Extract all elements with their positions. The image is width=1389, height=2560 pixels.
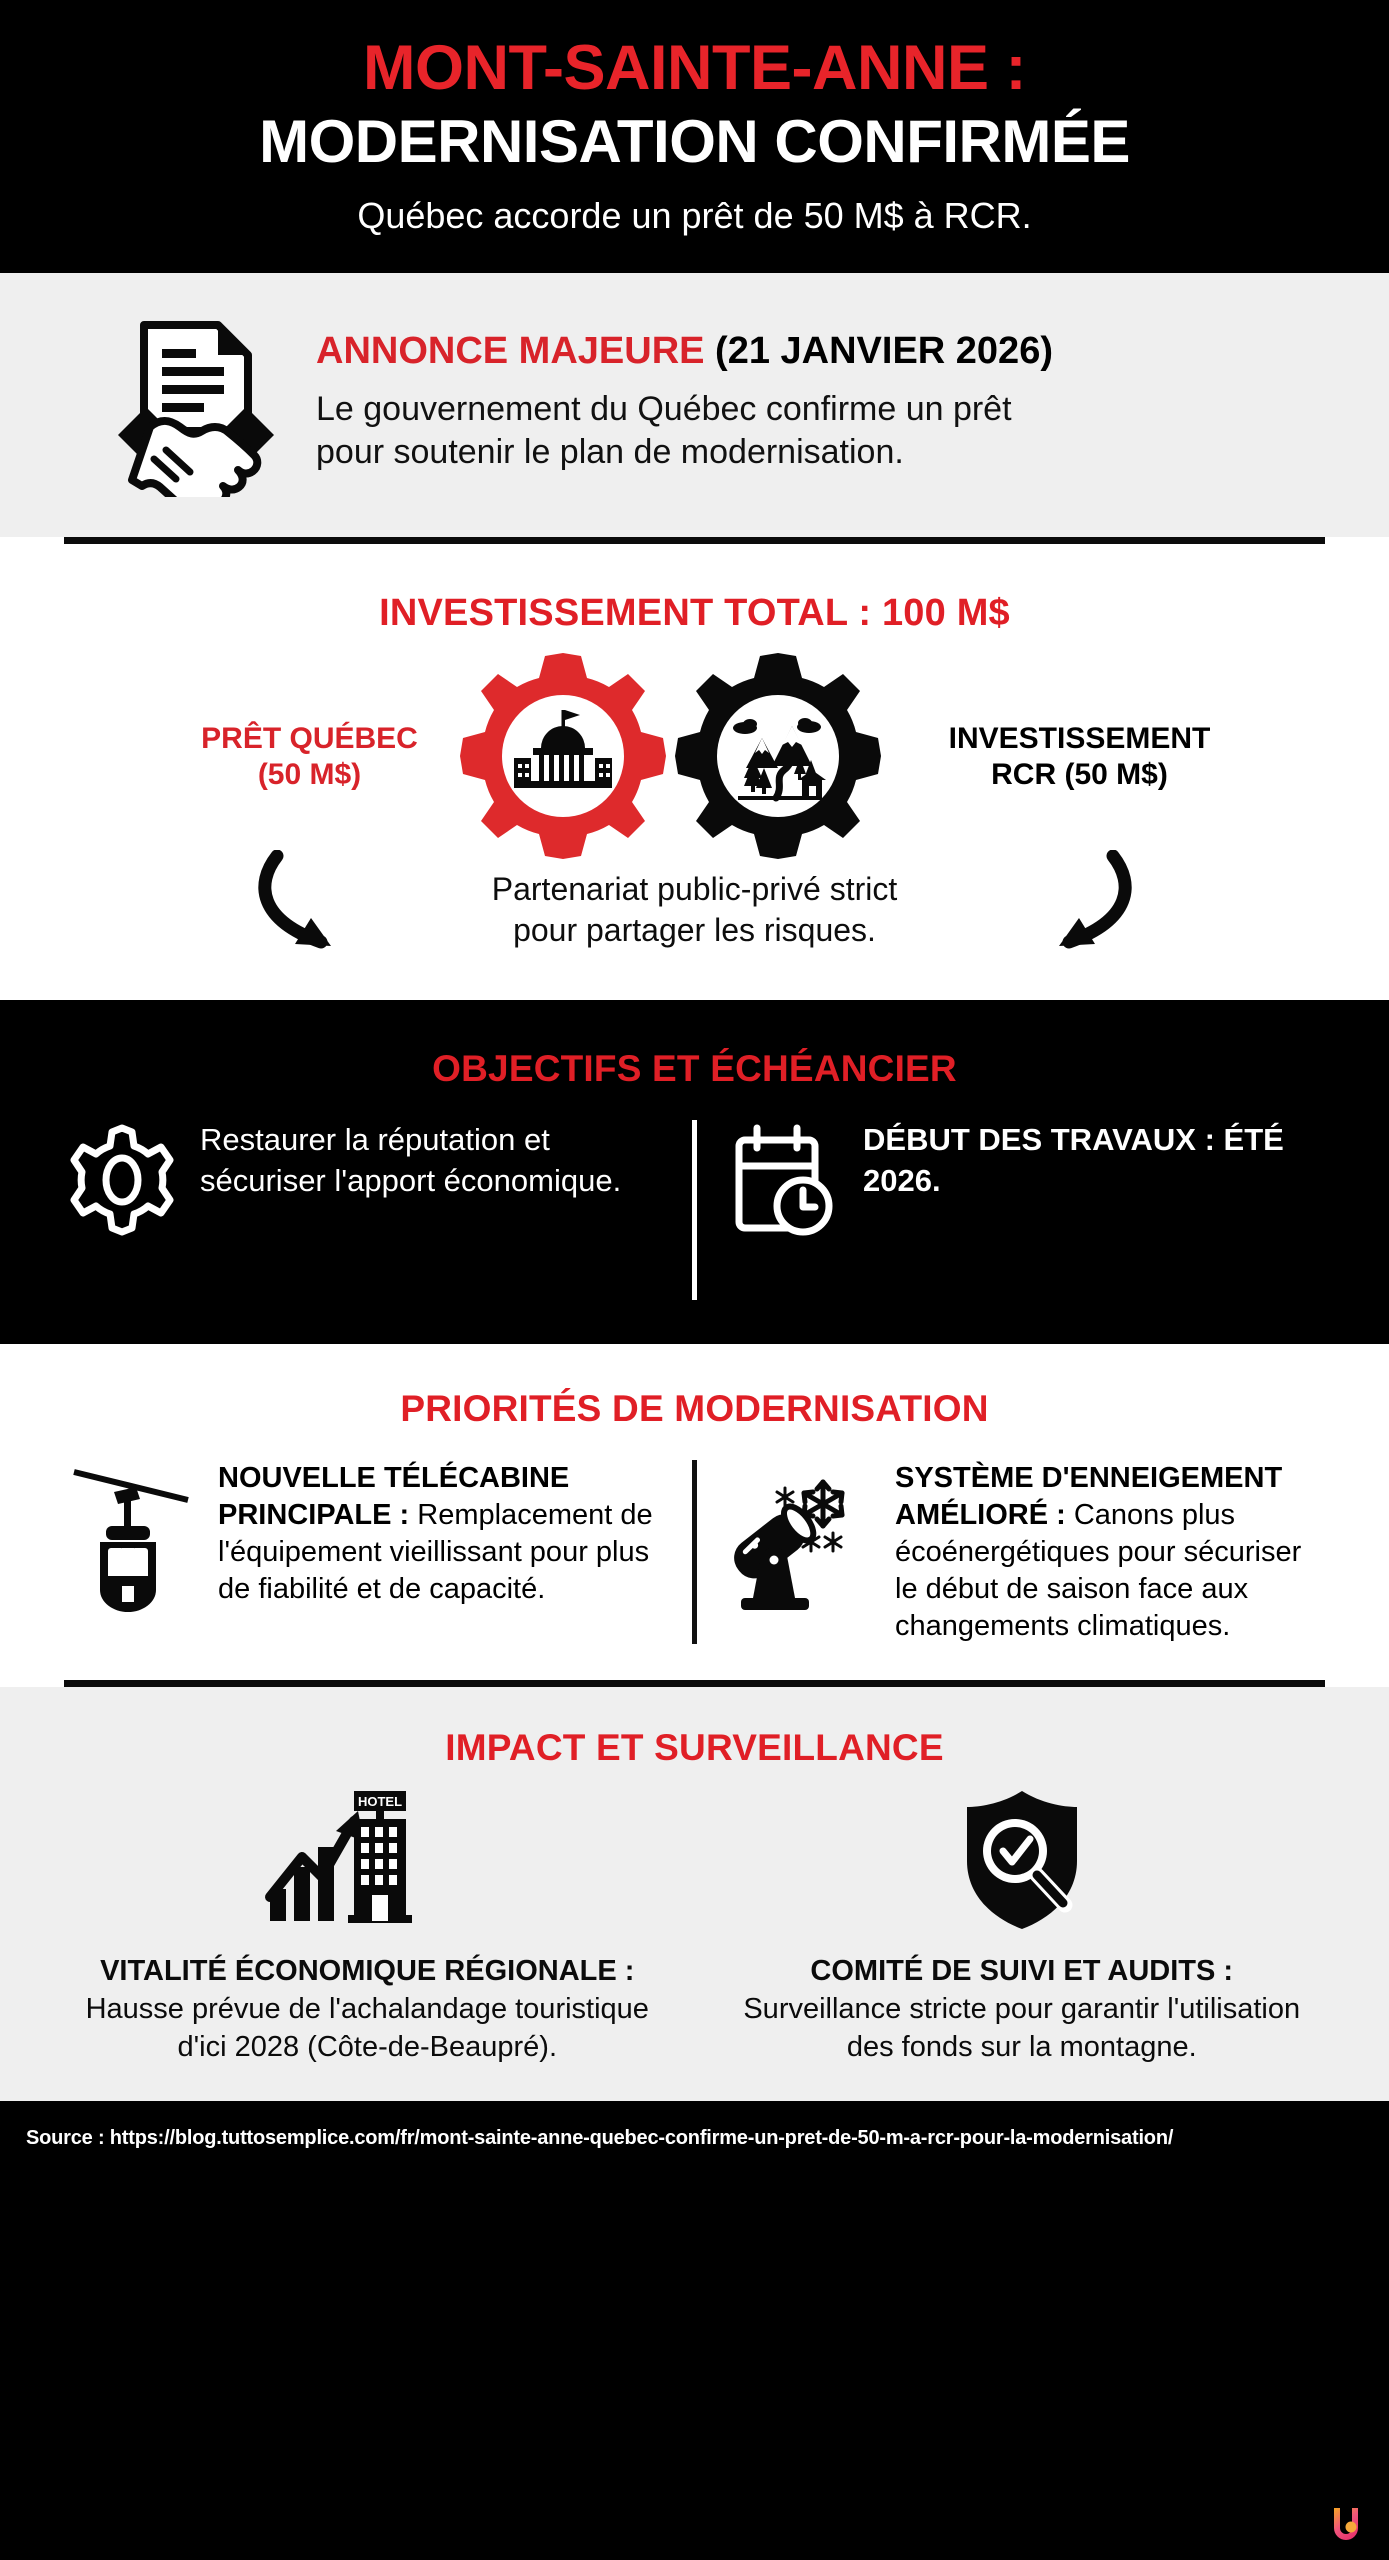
right-curved-arrow-icon xyxy=(1058,850,1132,949)
impact-item-economy-bold: VITALITÉ ÉCONOMIQUE RÉGIONALE : xyxy=(100,1955,635,1988)
impact-columns: HOTEL VITALITÉ ÉCON xyxy=(0,1785,1389,2066)
priorities-item-snowmaking-text-wrap: SYSTÈME D'ENNEIGEMENT AMÉLIORÉ : Canons … xyxy=(895,1460,1323,1644)
u-brand-logo xyxy=(1329,2504,1363,2546)
snow-cannon-icon xyxy=(723,1460,873,1624)
partnership-row: Partenariat public-privé strict pour par… xyxy=(0,850,1389,970)
gear-outline-icon xyxy=(66,1120,178,1236)
announcement-heading: ANNONCE MAJEURE (21 JANVIER 2026) xyxy=(316,330,1329,374)
impact-item-audit-rest: Surveillance stricte pour garantir l'uti… xyxy=(743,1993,1301,2063)
priorities-item-gondola-rest: Remplacement de l'équipement vieillissan… xyxy=(218,1499,653,1605)
priorities-item-gondola-text-wrap: NOUVELLE TÉLÉCABINE PRINCIPALE : Remplac… xyxy=(218,1460,666,1607)
gondola-icon xyxy=(66,1460,196,1624)
impact-item-audit: COMITÉ DE SUIVI ET AUDITS : Surveillance… xyxy=(695,1785,1350,2066)
objectives-item-timeline-text-wrap: DÉBUT DES TRAVAUX : ÉTÉ 2026. xyxy=(863,1120,1323,1201)
objectives-item-timeline-text: DÉBUT DES TRAVAUX : ÉTÉ 2026. xyxy=(863,1122,1284,1198)
objectives-vertical-divider xyxy=(692,1120,697,1301)
header-subtitle: Québec accorde un prêt de 50 M$ à RCR. xyxy=(357,195,1032,237)
announcement-body-line2: pour soutenir le plan de modernisation. xyxy=(316,433,904,472)
priorities-title: PRIORITÉS DE MODERNISATION xyxy=(400,1388,989,1430)
left-gear-label-line2: (50 M$) xyxy=(257,757,362,791)
impact-item-economy-rest: Hausse prévue de l'achalandage touristiq… xyxy=(85,1993,649,2063)
impact-item-economy: HOTEL VITALITÉ ÉCON xyxy=(40,1785,695,2066)
gear-row: PRÊT QUÉBEC (50 M$) xyxy=(0,649,1389,864)
source-text: Source : https://blog.tuttosemplice.com/… xyxy=(26,2126,1174,2149)
objectives-item-reputation-text: Restaurer la réputation et sécuriser l'a… xyxy=(200,1122,622,1198)
announcement-body-line1: Le gouvernement du Québec confirme un pr… xyxy=(316,389,1012,428)
mountain-resort-gear-icon xyxy=(674,653,881,860)
section-divider-top xyxy=(64,537,1325,545)
shield-audit-icon xyxy=(729,1785,1316,1935)
left-gear-label-line1: PRÊT QUÉBEC xyxy=(201,721,418,755)
objectives-section: OBJECTIFS ET ÉCHÉANCIER Restaurer la rép… xyxy=(0,1000,1389,1345)
gears-graphic xyxy=(445,649,945,864)
footer-bar: Source : https://blog.tuttosemplice.com/… xyxy=(0,2100,1389,2560)
partnership-line2: pour partager les risques. xyxy=(513,912,876,949)
priorities-item-snowmaking: SYSTÈME D'ENNEIGEMENT AMÉLIORÉ : Canons … xyxy=(697,1460,1349,1644)
right-gear-label: INVESTISSEMENT RCR (50 M$) xyxy=(945,721,1215,793)
page-title-line1: MONT-SAINTE-ANNE : xyxy=(363,33,1026,103)
handshake-document-icon xyxy=(110,307,282,498)
left-gear-label: PRÊT QUÉBEC (50 M$) xyxy=(175,721,445,793)
priorities-columns: NOUVELLE TÉLÉCABINE PRINCIPALE : Remplac… xyxy=(0,1460,1389,1645)
impact-item-economy-text: VITALITÉ ÉCONOMIQUE RÉGIONALE : Hausse p… xyxy=(74,1953,661,2066)
right-gear-label-line2: RCR (50 M$) xyxy=(991,757,1168,791)
announcement-heading-date: (21 JANVIER 2026) xyxy=(704,329,1053,372)
priorities-item-gondola-text: NOUVELLE TÉLÉCABINE PRINCIPALE : Remplac… xyxy=(218,1460,666,1607)
right-gear-label-line1: INVESTISSEMENT xyxy=(948,721,1211,755)
objectives-columns: Restaurer la réputation et sécuriser l'a… xyxy=(0,1120,1389,1301)
priorities-item-gondola: NOUVELLE TÉLÉCABINE PRINCIPALE : Remplac… xyxy=(40,1460,692,1624)
priorities-item-gondola-bold: NOUVELLE TÉLÉCABINE PRINCIPALE : xyxy=(218,1462,570,1532)
partnership-line1: Partenariat public-privé strict xyxy=(491,871,898,908)
page-title-line2: MODERNISATION CONFIRMÉE xyxy=(259,108,1130,176)
left-curved-arrow-icon xyxy=(257,850,331,949)
impact-section: IMPACT ET SURVEILLANCE HOTEL xyxy=(0,1687,1389,2101)
partnership-text: Partenariat public-privé strict pour par… xyxy=(435,869,955,951)
growth-chart-hotel-icon: HOTEL xyxy=(74,1785,661,1935)
announcement-heading-highlight: ANNONCE MAJEURE xyxy=(316,329,705,372)
objectives-title: OBJECTIFS ET ÉCHÉANCIER xyxy=(432,1048,957,1090)
priorities-section: PRIORITÉS DE MODERNISATION xyxy=(0,1344,1389,1663)
government-building-gear-icon xyxy=(459,653,666,860)
priorities-vertical-divider xyxy=(692,1460,697,1645)
calendar-clock-icon xyxy=(723,1120,841,1242)
investment-title: INVESTISSEMENT TOTAL : 100 M$ xyxy=(379,592,1010,635)
announcement-text-block: ANNONCE MAJEURE (21 JANVIER 2026) Le gou… xyxy=(316,330,1329,475)
priorities-item-snowmaking-rest: Canons plus écoénergétiques pour sécuris… xyxy=(895,1499,1302,1642)
priorities-item-snowmaking-text: SYSTÈME D'ENNEIGEMENT AMÉLIORÉ : Canons … xyxy=(895,1460,1323,1644)
priorities-item-snowmaking-bold: SYSTÈME D'ENNEIGEMENT AMÉLIORÉ : xyxy=(895,1462,1283,1532)
objectives-item-reputation-text-wrap: Restaurer la réputation et sécuriser l'a… xyxy=(200,1120,666,1201)
header-banner: MONT-SAINTE-ANNE : MODERNISATION CONFIRM… xyxy=(0,0,1389,274)
svg-text:HOTEL: HOTEL xyxy=(358,1794,402,1809)
investment-section: INVESTISSEMENT TOTAL : 100 M$ PRÊT QUÉBE… xyxy=(0,544,1389,1001)
announcement-section: ANNONCE MAJEURE (21 JANVIER 2026) Le gou… xyxy=(0,273,1389,538)
objectives-item-reputation: Restaurer la réputation et sécuriser l'a… xyxy=(40,1120,692,1236)
impact-item-audit-bold: COMITÉ DE SUIVI ET AUDITS : xyxy=(810,1955,1234,1988)
page-title: MONT-SAINTE-ANNE : MODERNISATION CONFIRM… xyxy=(40,33,1349,176)
section-divider-bottom xyxy=(64,1680,1325,1688)
impact-title: IMPACT ET SURVEILLANCE xyxy=(445,1727,944,1769)
objectives-item-timeline: DÉBUT DES TRAVAUX : ÉTÉ 2026. xyxy=(697,1120,1349,1242)
impact-item-audit-text: COMITÉ DE SUIVI ET AUDITS : Surveillance… xyxy=(729,1953,1316,2066)
